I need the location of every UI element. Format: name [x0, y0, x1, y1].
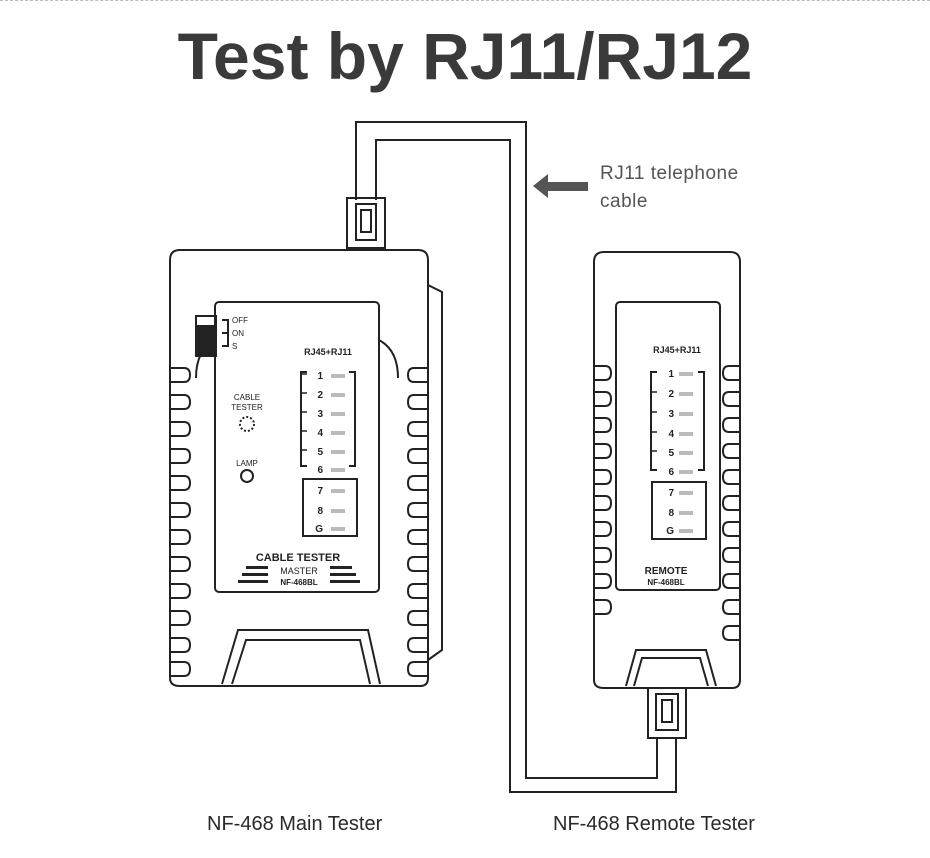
telephone-cable	[355, 121, 677, 793]
remote-pin-bracket	[650, 371, 707, 540]
remote-pin-1: 1	[668, 369, 674, 380]
remote-pin-7: 7	[668, 488, 674, 499]
main-model-bars	[238, 566, 360, 583]
remote-tester-body	[593, 251, 741, 689]
switch-label-s: S	[232, 342, 237, 351]
cable-tester-label-1: CABLE	[234, 393, 260, 402]
remote-pin-3: 3	[668, 409, 674, 420]
switch-label-on: ON	[232, 329, 244, 338]
main-led-dashes	[331, 374, 345, 531]
remote-header-label: RJ45+RJ11	[653, 345, 701, 355]
top-dashed-divider	[0, 0, 930, 1]
remote-rj11-plug	[647, 687, 687, 739]
remote-pin-ticks	[651, 371, 657, 471]
main-pin-5: 5	[317, 447, 323, 458]
main-pin-2: 2	[317, 390, 323, 401]
main-pin-7: 7	[317, 486, 323, 497]
lamp-label: LAMP	[236, 459, 258, 468]
switch-label-off: OFF	[232, 316, 248, 325]
main-pin-8: 8	[317, 506, 323, 517]
remote-left-grip	[594, 365, 613, 615]
remote-right-grip	[721, 365, 740, 641]
main-pin-bracket	[300, 371, 358, 537]
main-pin-3: 3	[317, 409, 323, 420]
cable-label-line1: RJ11 telephone	[600, 163, 739, 184]
main-power-switch[interactable]	[195, 315, 229, 357]
page-title: Test by RJ11/RJ12	[177, 19, 753, 93]
remote-led-dashes	[679, 372, 693, 533]
main-pin-1: 1	[317, 371, 323, 382]
main-tester-body	[169, 249, 443, 687]
main-right-grip	[406, 367, 428, 677]
main-header-label: RJ45+RJ11	[304, 347, 352, 357]
remote-pin-8: 8	[668, 508, 674, 519]
main-model-label: NF-468BL	[280, 578, 317, 587]
remote-pin-4: 4	[668, 429, 674, 440]
cable-tester-label-2: TESTER	[231, 403, 263, 412]
cable-label-line2: cable	[600, 191, 648, 212]
remote-pin-2: 2	[668, 389, 674, 400]
lamp-led-icon	[240, 469, 254, 483]
main-pin-6: 6	[317, 465, 323, 476]
remote-role-label: REMOTE	[645, 566, 688, 577]
main-rj11-plug	[346, 197, 386, 249]
remote-pin-5: 5	[668, 448, 674, 459]
main-left-grip	[170, 367, 192, 677]
main-pin-g: G	[315, 524, 323, 535]
remote-model-label: NF-468BL	[647, 578, 684, 587]
main-tester-caption: NF-468 Main Tester	[207, 813, 383, 835]
main-role-label: MASTER	[280, 566, 318, 576]
main-brand-label: CABLE TESTER	[256, 552, 340, 564]
cable-tester-led-icon	[239, 416, 255, 432]
main-pin-ticks	[301, 373, 307, 467]
remote-tester-caption: NF-468 Remote Tester	[553, 813, 755, 835]
remote-pin-6: 6	[668, 467, 674, 478]
cable-annotation: RJ11 telephone cable	[600, 160, 739, 216]
arrow-left-icon	[533, 174, 588, 198]
remote-pin-g: G	[666, 526, 674, 537]
main-pin-4: 4	[317, 428, 323, 439]
